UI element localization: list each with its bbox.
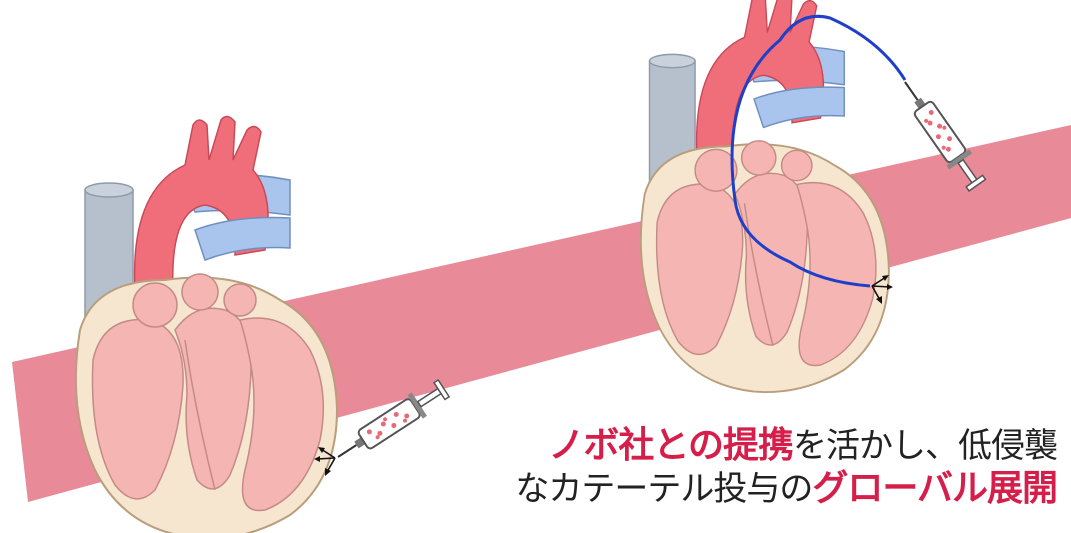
heart-cross-section-icon bbox=[641, 0, 889, 392]
caption-accent-global: グローバル展開 bbox=[812, 468, 1057, 509]
heart-cross-section-icon bbox=[76, 116, 337, 533]
caption-text-2: なカテーテル投与の bbox=[515, 469, 812, 509]
right-heart-illustration bbox=[641, 0, 889, 392]
caption-line-2: なカテーテル投与のグローバル展開 bbox=[437, 471, 1057, 507]
left-heart-illustration bbox=[76, 116, 337, 533]
caption-line-1: ノボ社との提携を活かし、低侵襲 bbox=[437, 428, 1057, 464]
caption-text-1: を活かし、低侵襲 bbox=[793, 426, 1057, 466]
caption-accent-partnership: ノボ社との提携 bbox=[548, 425, 793, 466]
